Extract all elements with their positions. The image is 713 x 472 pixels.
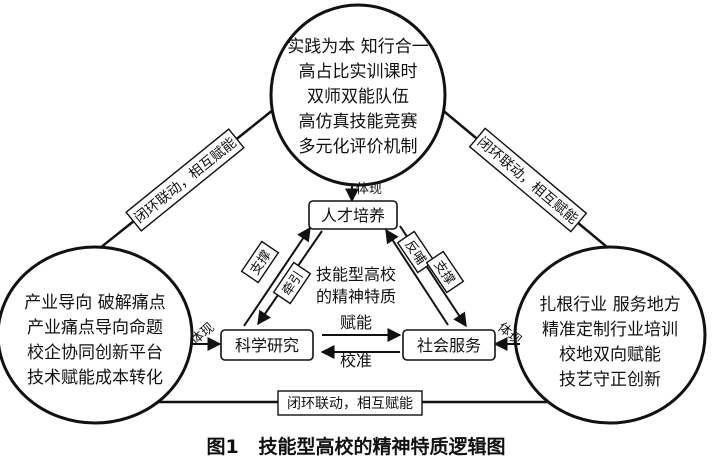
loop-label-left: 闭环联动，相互赋能 bbox=[125, 128, 245, 232]
node-talent: 人才培养 bbox=[308, 200, 398, 230]
label-top-embody: 体现 bbox=[356, 182, 382, 197]
label-empower: 赋能 bbox=[340, 313, 372, 332]
top-circle-line-2: 高占比实训课时 bbox=[299, 62, 418, 82]
loop-label-bottom: 闭环联动，相互赋能 bbox=[277, 390, 423, 416]
svg-text:闭环联动，相互赋能: 闭环联动，相互赋能 bbox=[474, 134, 581, 227]
left-circle-line-1: 产业导向 破解痛点 bbox=[24, 293, 165, 313]
top-circle: 实践为本 知行合一 高占比实训课时 双师双能队伍 高仿真技能竞赛 多元化评价机制 bbox=[269, 3, 447, 187]
right-circle-line-2: 精准定制行业培训 bbox=[542, 320, 678, 340]
node-service: 社会服务 bbox=[402, 329, 496, 361]
loop-label-right: 闭环联动，相互赋能 bbox=[468, 127, 588, 233]
label-lead: 牵引 bbox=[272, 261, 312, 305]
right-circle: 扎根行业 服务地方 精准定制行业培训 校地双向赋能 技艺守正创新 bbox=[513, 245, 707, 425]
top-circle-line-5: 多元化评价机制 bbox=[299, 137, 418, 157]
left-circle-line-4: 技术赋能成本转化 bbox=[27, 368, 163, 388]
arrow-support-left bbox=[243, 226, 311, 327]
left-circle: 产业导向 破解痛点 产业痛点导向命题 校企协同创新平台 技术赋能成本转化 bbox=[0, 245, 194, 425]
right-circle-line-4: 技艺守正创新 bbox=[559, 370, 661, 390]
left-circle-line-3: 校企协同创新平台 bbox=[27, 343, 163, 363]
figure-caption: 图1 技能型高校的精神特质逻辑图 bbox=[206, 435, 505, 458]
label-calibrate: 校准 bbox=[340, 351, 372, 370]
node-research: 科学研究 bbox=[220, 329, 314, 361]
label-support-left: 支撑 bbox=[240, 240, 280, 284]
svg-text:闭环联动，相互赋能: 闭环联动，相互赋能 bbox=[132, 135, 240, 227]
top-circle-line-3: 双师双能队伍 bbox=[307, 87, 409, 107]
center-text-line-1: 技能型高校 bbox=[316, 265, 396, 284]
svg-text:闭环联动，相互赋能: 闭环联动，相互赋能 bbox=[287, 396, 413, 412]
top-circle-line-4: 高仿真技能竞赛 bbox=[299, 111, 418, 132]
arrow-feedback bbox=[385, 228, 449, 326]
center-text-line-2: 的精神特质 bbox=[316, 287, 396, 306]
svg-text:社会服务: 社会服务 bbox=[417, 336, 481, 355]
top-circle-line-1: 实践为本 知行合一 bbox=[287, 37, 428, 57]
left-circle-line-2: 产业痛点导向命题 bbox=[27, 318, 163, 338]
svg-text:人才培养: 人才培养 bbox=[321, 206, 385, 225]
right-circle-line-3: 校地双向赋能 bbox=[559, 345, 661, 365]
svg-text:科学研究: 科学研究 bbox=[235, 336, 299, 355]
right-circle-line-1: 扎根行业 服务地方 bbox=[539, 295, 680, 315]
